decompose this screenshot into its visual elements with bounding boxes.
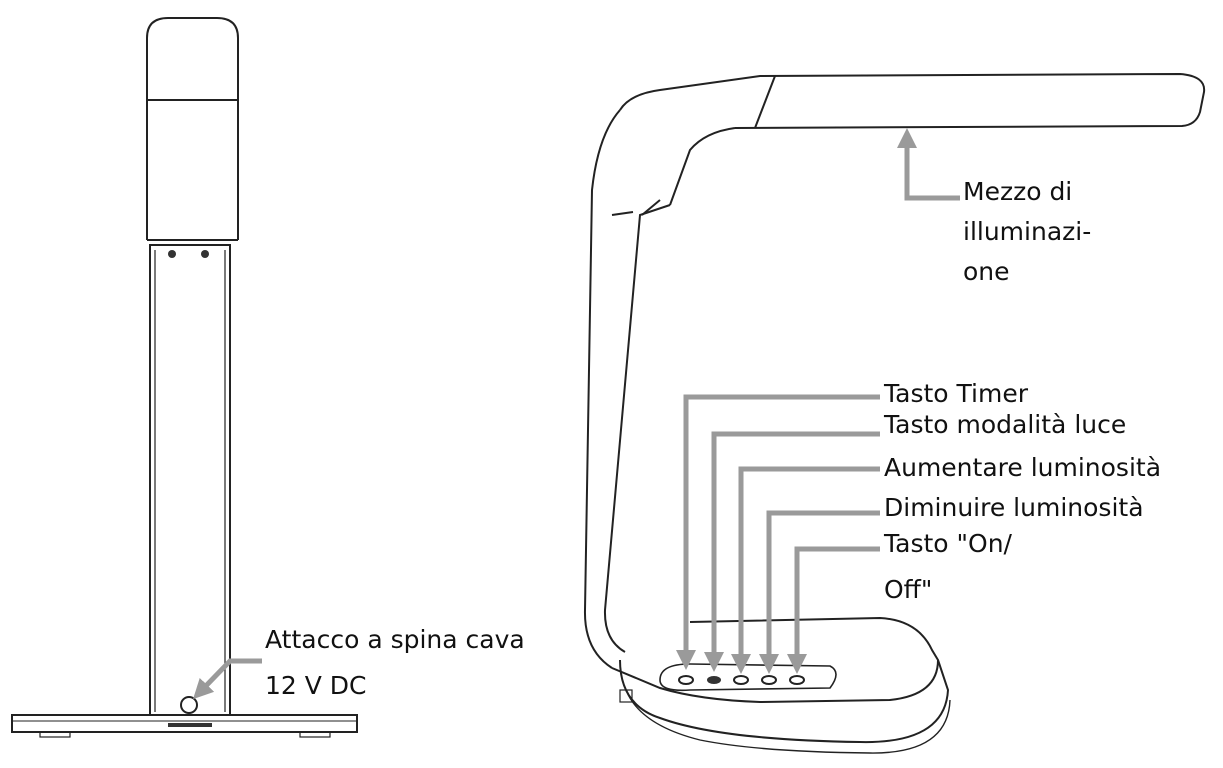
base-top — [611, 616, 940, 704]
timer-button-dot — [678, 675, 694, 685]
side-view-lamp — [11, 17, 358, 738]
side-screws — [168, 250, 212, 727]
lighting-panel-outline — [619, 72, 1206, 129]
lamp-column — [149, 244, 231, 716]
dc-jack-socket — [180, 696, 198, 714]
label-increase-brightness: Aumentare luminosità — [884, 453, 1162, 482]
decrease-button-dot — [761, 675, 777, 685]
lamp-arm-inner — [603, 204, 671, 653]
increase-button-dot — [733, 675, 749, 685]
label-decrease-brightness: Diminuire luminosità — [884, 493, 1144, 522]
label-timer-button: Tasto Timer — [884, 379, 1028, 408]
label-lighting-panel: Mezzo di illuminazi- one — [963, 177, 1092, 286]
light-mode-button-dot — [707, 676, 721, 684]
label-light-mode-button: Tasto modalità luce — [884, 410, 1127, 439]
leader-lines — [193, 128, 960, 700]
label-dc-jack: Attacco a spina cava 12 V DC — [265, 625, 525, 700]
onoff-button-dot — [789, 675, 805, 685]
label-on-off-button: Tasto "On/ Off" — [884, 529, 1012, 604]
side-base — [11, 714, 358, 733]
base-side — [619, 659, 950, 744]
lamp-arm-outer — [583, 109, 621, 669]
perspective-lamp — [583, 72, 1206, 754]
lamp-head-cap — [146, 17, 239, 100]
button-strip — [659, 663, 837, 692]
